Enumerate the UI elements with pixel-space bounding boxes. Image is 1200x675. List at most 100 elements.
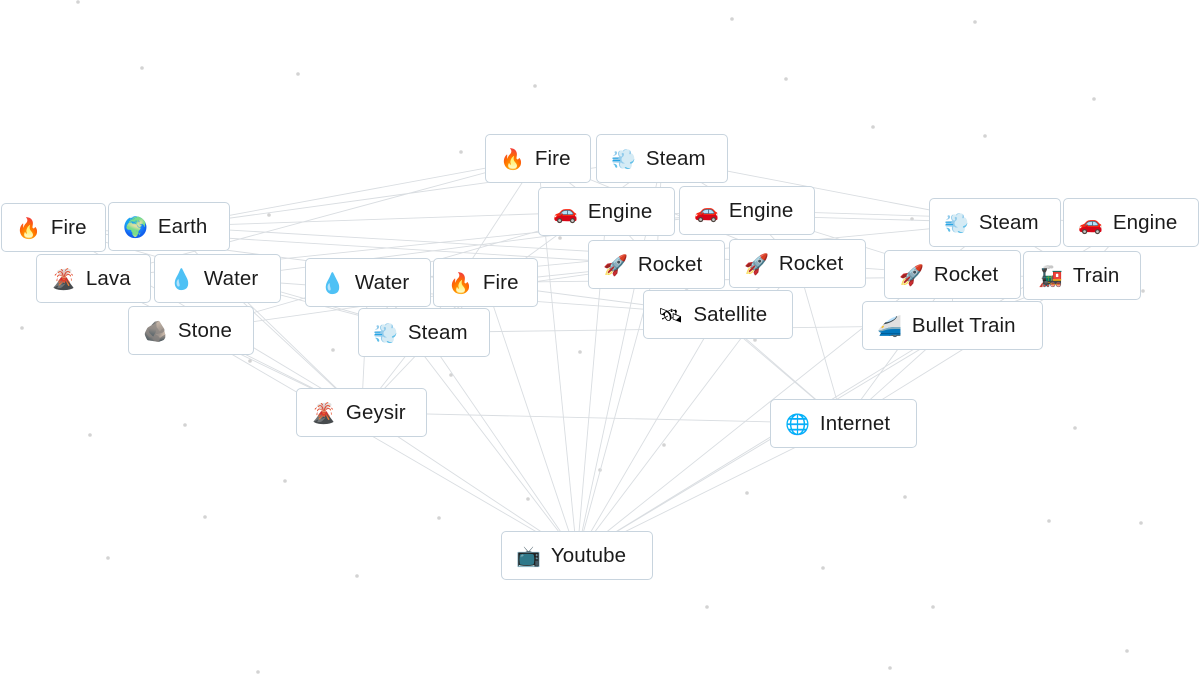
background-dot [730, 17, 734, 21]
element-label: Engine [1112, 210, 1178, 234]
background-dot [248, 359, 252, 363]
background-dot [267, 213, 271, 217]
element-water[interactable]: 💧 Water [305, 258, 431, 307]
background-dot [931, 605, 935, 609]
background-dot [745, 491, 749, 495]
element-label: Water [354, 270, 410, 294]
element-youtube[interactable]: 📺 Youtube [501, 531, 653, 580]
background-dot [449, 373, 453, 377]
connection-line [423, 332, 578, 556]
element-rocket[interactable]: 🚀 Rocket [588, 240, 725, 289]
background-dot [888, 666, 892, 670]
element-label: Fire [534, 146, 571, 170]
background-dot [1125, 649, 1129, 653]
element-label: Train [1072, 263, 1120, 287]
steam-icon: 💨 [944, 210, 969, 235]
background-dot [355, 574, 359, 578]
element-bullet-train[interactable]: 🚄 Bullet Train [862, 301, 1043, 350]
background-dot [1073, 426, 1077, 430]
background-dot [662, 443, 666, 447]
element-internet[interactable]: 🌐 Internet [770, 399, 917, 448]
engine-icon: 🚗 [553, 199, 578, 224]
background-dot [256, 670, 260, 674]
internet-icon: 🌐 [785, 411, 810, 436]
element-engine[interactable]: 🚗 Engine [679, 186, 815, 235]
element-label: Rocket [637, 252, 703, 276]
geysir-icon: 🌋 [311, 400, 336, 425]
background-dot [296, 72, 300, 76]
background-dot [903, 495, 907, 499]
connection-line [168, 158, 539, 227]
connection-line [168, 211, 607, 227]
element-train[interactable]: 🚂 Train [1023, 251, 1141, 300]
background-dot [526, 497, 530, 501]
engine-icon: 🚗 [1078, 210, 1103, 235]
background-dot [1047, 519, 1051, 523]
background-dot [533, 84, 537, 88]
element-stone[interactable]: 🪨 Stone [128, 306, 254, 355]
element-steam[interactable]: 💨 Steam [358, 308, 490, 357]
background-dot [983, 134, 987, 138]
background-dot [973, 20, 977, 24]
water-icon: 💧 [169, 266, 194, 291]
water-icon: 💧 [320, 270, 345, 295]
element-lava[interactable]: 🌋 Lava [36, 254, 151, 303]
connection-line [190, 330, 578, 556]
element-label: Steam [978, 210, 1039, 234]
rocket-icon: 🚀 [603, 252, 628, 277]
engine-icon: 🚗 [694, 198, 719, 223]
element-satellite[interactable]: 🛰 Satellite [643, 290, 793, 339]
background-dot [784, 77, 788, 81]
element-label: Steam [645, 146, 706, 170]
rocket-icon: 🚀 [899, 262, 924, 287]
element-engine[interactable]: 🚗 Engine [1063, 198, 1199, 247]
element-label: Rocket [933, 262, 999, 286]
background-dot [331, 348, 335, 352]
rocket-icon: 🚀 [744, 251, 769, 276]
background-dot [203, 515, 207, 519]
connection-line [576, 314, 719, 556]
element-fire[interactable]: 🔥 Fire [433, 258, 538, 307]
background-dot [871, 125, 875, 129]
element-rocket[interactable]: 🚀 Rocket [729, 239, 866, 288]
element-label: Fire [482, 270, 519, 294]
background-dot [140, 66, 144, 70]
background-dot [578, 350, 582, 354]
element-label: Geysir [345, 400, 406, 424]
steam-icon: 💨 [373, 320, 398, 345]
connection-line [361, 412, 844, 424]
element-earth[interactable]: 🌍 Earth [108, 202, 230, 251]
background-dot [705, 605, 709, 609]
element-water[interactable]: 💧 Water [154, 254, 281, 303]
element-fire[interactable]: 🔥 Fire [1, 203, 106, 252]
background-dot [1141, 289, 1145, 293]
background-dot [106, 556, 110, 560]
element-label: Lava [85, 266, 131, 290]
background-dot [1139, 521, 1143, 525]
element-label: Rocket [778, 251, 844, 275]
train-icon: 🚂 [1038, 263, 1063, 288]
element-steam[interactable]: 💨 Steam [929, 198, 1061, 247]
bullet-train-icon: 🚄 [877, 313, 902, 338]
element-label: Water [203, 266, 259, 290]
element-label: Steam [407, 320, 468, 344]
element-label: Youtube [550, 543, 627, 567]
element-label: Fire [50, 215, 87, 239]
element-steam[interactable]: 💨 Steam [596, 134, 728, 183]
fire-icon: 🔥 [448, 270, 473, 295]
background-dot [459, 150, 463, 154]
element-fire[interactable]: 🔥 Fire [485, 134, 591, 183]
fire-icon: 🔥 [500, 146, 525, 171]
background-dot [753, 338, 757, 342]
satellite-icon: 🛰 [658, 302, 684, 327]
background-dot [437, 516, 441, 520]
earth-icon: 🌍 [123, 214, 148, 239]
background-dot [183, 423, 187, 427]
element-geysir[interactable]: 🌋 Geysir [296, 388, 427, 437]
element-rocket[interactable]: 🚀 Rocket [884, 250, 1021, 299]
element-engine[interactable]: 🚗 Engine [538, 187, 675, 236]
youtube-icon: 📺 [516, 543, 541, 568]
background-dot [558, 236, 562, 240]
